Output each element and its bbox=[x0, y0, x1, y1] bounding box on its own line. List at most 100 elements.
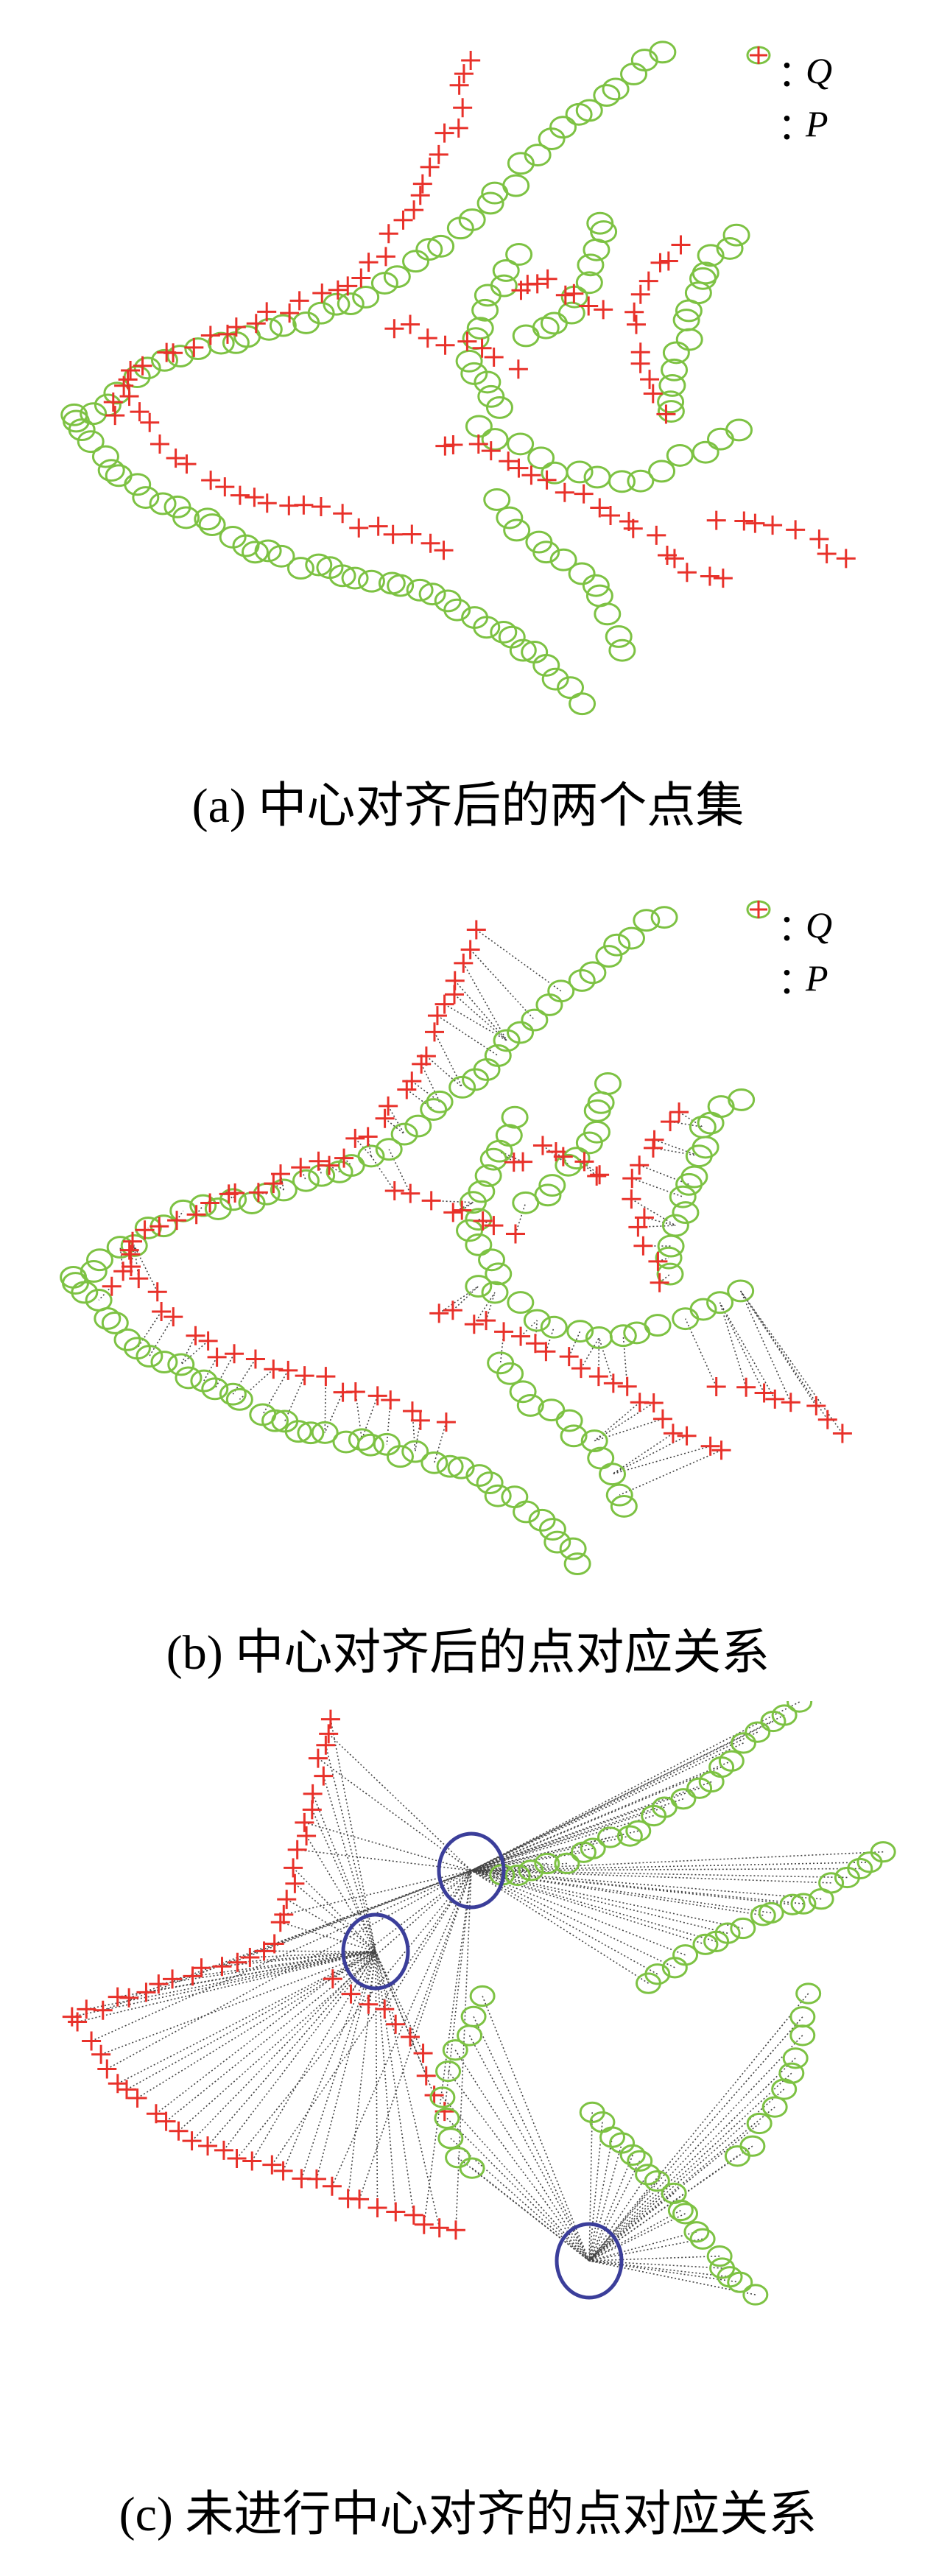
p-point bbox=[257, 302, 277, 322]
legend-b: ： Q ： P bbox=[744, 898, 832, 1004]
q-point bbox=[134, 1216, 162, 1239]
correspondence-line bbox=[412, 1411, 416, 1452]
p-point bbox=[328, 280, 348, 300]
q-point bbox=[587, 1446, 615, 1470]
q-point bbox=[602, 77, 630, 101]
q-point bbox=[150, 1351, 178, 1374]
p-point bbox=[449, 75, 469, 95]
q-point bbox=[105, 464, 133, 488]
p-point bbox=[706, 1376, 726, 1396]
p-point bbox=[402, 1071, 422, 1091]
correspondence-line bbox=[409, 1870, 472, 2038]
correspondence-line bbox=[286, 1898, 376, 1952]
q-point bbox=[97, 459, 125, 482]
p-point bbox=[736, 1377, 756, 1397]
q-point bbox=[151, 348, 179, 372]
p-point bbox=[338, 276, 358, 296]
p-point bbox=[663, 1424, 683, 1443]
p-point bbox=[536, 1342, 556, 1362]
p-point bbox=[184, 337, 204, 357]
p-point bbox=[264, 1359, 284, 1379]
q-point bbox=[633, 909, 661, 932]
correspondence-line bbox=[359, 1870, 472, 2200]
q-point bbox=[194, 507, 222, 531]
correspondence-line bbox=[631, 1178, 683, 1197]
p-point bbox=[418, 328, 437, 348]
p-point bbox=[384, 319, 404, 339]
p-point bbox=[82, 2031, 102, 2051]
q-point bbox=[697, 1111, 725, 1135]
q-point bbox=[583, 1120, 610, 1144]
correspondence-line bbox=[455, 1870, 472, 2231]
q-point bbox=[649, 41, 677, 64]
q-point bbox=[465, 1233, 493, 1256]
p-point bbox=[416, 1046, 436, 1066]
correspondence-line bbox=[471, 2167, 590, 2262]
p-point bbox=[123, 1231, 143, 1251]
p-point bbox=[644, 1393, 664, 1413]
correspondence-line bbox=[485, 1292, 496, 1321]
p-point bbox=[453, 98, 473, 118]
correspondence-line bbox=[207, 1951, 376, 2147]
p-point bbox=[291, 1158, 311, 1178]
correspondence-line bbox=[588, 2260, 756, 2295]
q-point bbox=[132, 486, 160, 509]
q-point bbox=[402, 250, 430, 273]
p-point bbox=[149, 1217, 169, 1236]
correspondence-line bbox=[454, 2049, 590, 2262]
q-point bbox=[650, 906, 678, 929]
p-point bbox=[817, 1410, 837, 1429]
q-point bbox=[490, 620, 518, 644]
p-point bbox=[464, 1315, 484, 1334]
correspondence-line bbox=[106, 1870, 472, 2070]
p-point bbox=[765, 1389, 785, 1409]
correspondence-line bbox=[454, 993, 507, 1041]
p-point bbox=[319, 1724, 339, 1744]
p-point bbox=[215, 477, 235, 497]
p-point bbox=[454, 64, 474, 84]
q-point bbox=[609, 1324, 637, 1348]
q-point bbox=[337, 292, 365, 315]
p-point bbox=[671, 235, 691, 255]
p-point bbox=[700, 566, 719, 586]
p-point bbox=[149, 434, 169, 454]
q-point bbox=[579, 961, 607, 985]
p-point bbox=[214, 2140, 233, 2160]
p-point bbox=[200, 1193, 220, 1213]
p-point bbox=[277, 1890, 297, 1910]
p-point bbox=[334, 1148, 354, 1168]
q-point bbox=[492, 258, 520, 282]
q-point bbox=[523, 1309, 551, 1332]
q-point bbox=[782, 2047, 809, 2069]
p-point bbox=[350, 2189, 370, 2209]
p-point bbox=[461, 50, 481, 70]
q-point bbox=[560, 1424, 588, 1448]
q-point bbox=[77, 430, 105, 454]
p-point bbox=[384, 1181, 404, 1201]
p-point bbox=[228, 1952, 247, 1972]
p-point bbox=[454, 953, 474, 973]
q-point bbox=[465, 415, 493, 438]
p-point bbox=[603, 1373, 623, 1393]
correspondence-line bbox=[91, 1870, 472, 2042]
q-point bbox=[538, 1174, 566, 1197]
legend-item-p: ： P bbox=[744, 46, 832, 150]
q-point bbox=[481, 428, 509, 451]
q-point bbox=[406, 578, 434, 602]
correspondence-line bbox=[471, 1870, 675, 1968]
q-point bbox=[655, 1246, 683, 1270]
p-point bbox=[579, 296, 599, 316]
correspondence-line bbox=[588, 2122, 603, 2262]
q-point bbox=[370, 272, 398, 295]
q-point bbox=[570, 1841, 597, 1863]
p-point bbox=[320, 1155, 339, 1175]
q-point bbox=[555, 1409, 583, 1432]
correspondence-line bbox=[236, 1870, 472, 2159]
q-point bbox=[507, 1291, 535, 1315]
q-point bbox=[672, 1307, 700, 1331]
p-point bbox=[200, 325, 220, 345]
correspondence-line bbox=[264, 1950, 376, 1952]
p-point bbox=[836, 549, 856, 569]
correspondence-line bbox=[300, 1951, 376, 2179]
q-point bbox=[504, 1864, 531, 1887]
